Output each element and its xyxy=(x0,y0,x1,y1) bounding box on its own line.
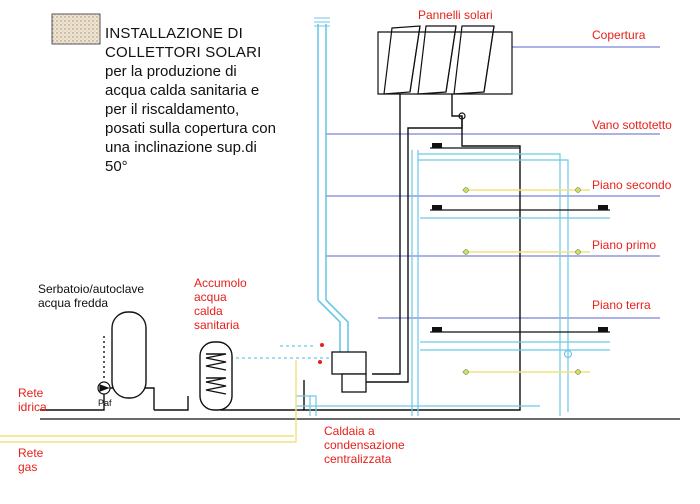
radiator-valve-icons xyxy=(432,143,608,332)
label-copertura: Copertura xyxy=(592,28,646,42)
label-caldaia: Caldaia a condensazione centralizzata xyxy=(324,424,405,466)
pump-icon xyxy=(97,381,111,395)
legend-desc-5: una inclinazione sup.di xyxy=(105,139,257,156)
label-pannelli-solari: Pannelli solari xyxy=(418,8,493,22)
label-accumolo: Accumolo acqua calda sanitaria xyxy=(194,276,247,332)
cold-water-tank xyxy=(103,311,147,399)
label-piano-secondo: Piano secondo xyxy=(592,178,672,192)
texture-swatch-icon xyxy=(51,13,101,45)
legend-desc-4: posati sulla copertura con xyxy=(105,120,276,137)
label-rete-gas: Rete gas xyxy=(18,446,44,474)
solar-valve-icon xyxy=(458,112,466,120)
legend-desc-2: acqua calda sanitaria e xyxy=(105,82,260,99)
label-vano-sottotetto: Vano sottotetto xyxy=(592,118,672,132)
hot-water-tank xyxy=(199,341,233,411)
label-rete-idrica: Rete idrica xyxy=(18,386,47,414)
expansion-icon xyxy=(563,349,573,359)
label-piano-terra: Piano terra xyxy=(592,298,651,312)
red-valve-icons xyxy=(318,343,324,364)
flue-cap-icon xyxy=(314,17,330,27)
distribution-pipes xyxy=(224,150,610,416)
solar-panels xyxy=(377,25,513,95)
legend-title-1: INSTALLAZIONE DI xyxy=(105,25,243,42)
legend-desc-1: per la produzione di xyxy=(105,63,237,80)
legend-desc-6: 50° xyxy=(105,158,128,175)
gas-line xyxy=(0,189,590,443)
legend-description: INSTALLAZIONE DI COLLETTORI SOLARI per l… xyxy=(105,24,335,176)
boiler xyxy=(331,351,367,393)
floor-lines xyxy=(325,46,660,319)
flue-pipe xyxy=(317,24,349,352)
label-piano-primo: Piano primo xyxy=(592,238,657,252)
label-serbatoio: Serbatoio/autoclave acqua fredda xyxy=(38,282,145,310)
label-pump: Paf xyxy=(98,398,112,408)
legend-desc-3: per il riscaldamento, xyxy=(105,101,240,118)
legend-title-2: COLLETTORI SOLARI xyxy=(105,44,262,61)
valve-dot-icons xyxy=(463,187,581,375)
radiators xyxy=(430,147,610,333)
